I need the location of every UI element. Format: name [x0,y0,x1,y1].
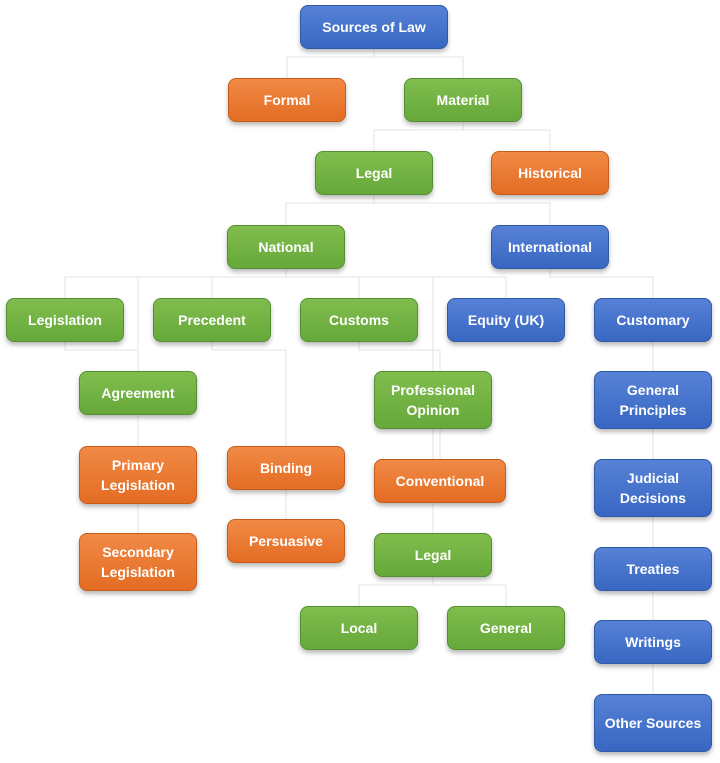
node-sources-of-law[interactable]: Sources of Law [300,5,448,49]
connector-national-legislation [64,269,287,298]
connector-legal-top-national [285,195,375,225]
node-persuasive[interactable]: Persuasive [227,519,345,563]
node-international[interactable]: International [491,225,609,269]
node-general-principles[interactable]: General Principles [594,371,712,429]
node-equity-uk[interactable]: Equity (UK) [447,298,565,342]
node-material[interactable]: Material [404,78,522,122]
connector-international-customary [549,269,654,298]
node-local[interactable]: Local [300,606,418,650]
node-legal-top[interactable]: Legal [315,151,433,195]
node-precedent[interactable]: Precedent [153,298,271,342]
node-agreement[interactable]: Agreement [79,371,197,415]
node-professional-opinion[interactable]: Professional Opinion [374,371,492,429]
node-legal-customs[interactable]: Legal [374,533,492,577]
connector-legal-customs-local [358,577,434,606]
node-legislation[interactable]: Legislation [6,298,124,342]
node-primary-legislation[interactable]: Primary Legislation [79,446,197,504]
connector-national-customs [285,269,360,298]
connector-material-legal-top [373,122,464,151]
connector-precedent-persuasive [211,342,287,519]
node-binding[interactable]: Binding [227,446,345,490]
node-general[interactable]: General [447,606,565,650]
node-secondary-legislation[interactable]: Secondary Legislation [79,533,197,591]
node-formal[interactable]: Formal [228,78,346,122]
connector-national-precedent [211,269,287,298]
connector-legal-top-international [373,195,551,225]
node-judicial-decisions[interactable]: Judicial Decisions [594,459,712,517]
connector-legislation-secondary-legislation [64,342,139,533]
connector-legal-customs-general [432,577,507,606]
node-historical[interactable]: Historical [491,151,609,195]
connector-national-professional-opinion [285,269,434,371]
connector-national-equity-uk [285,269,507,298]
connector-precedent-binding [211,342,287,446]
connector-material-historical [462,122,551,151]
connector-sources-of-law-material [373,49,464,78]
node-customary[interactable]: Customary [594,298,712,342]
node-writings[interactable]: Writings [594,620,712,664]
connector-customs-legal-customs [358,342,434,533]
node-conventional[interactable]: Conventional [374,459,506,503]
node-customs[interactable]: Customs [300,298,418,342]
node-national[interactable]: National [227,225,345,269]
node-other-sources[interactable]: Other Sources [594,694,712,752]
node-treaties[interactable]: Treaties [594,547,712,591]
connector-sources-of-law-formal [286,49,375,78]
